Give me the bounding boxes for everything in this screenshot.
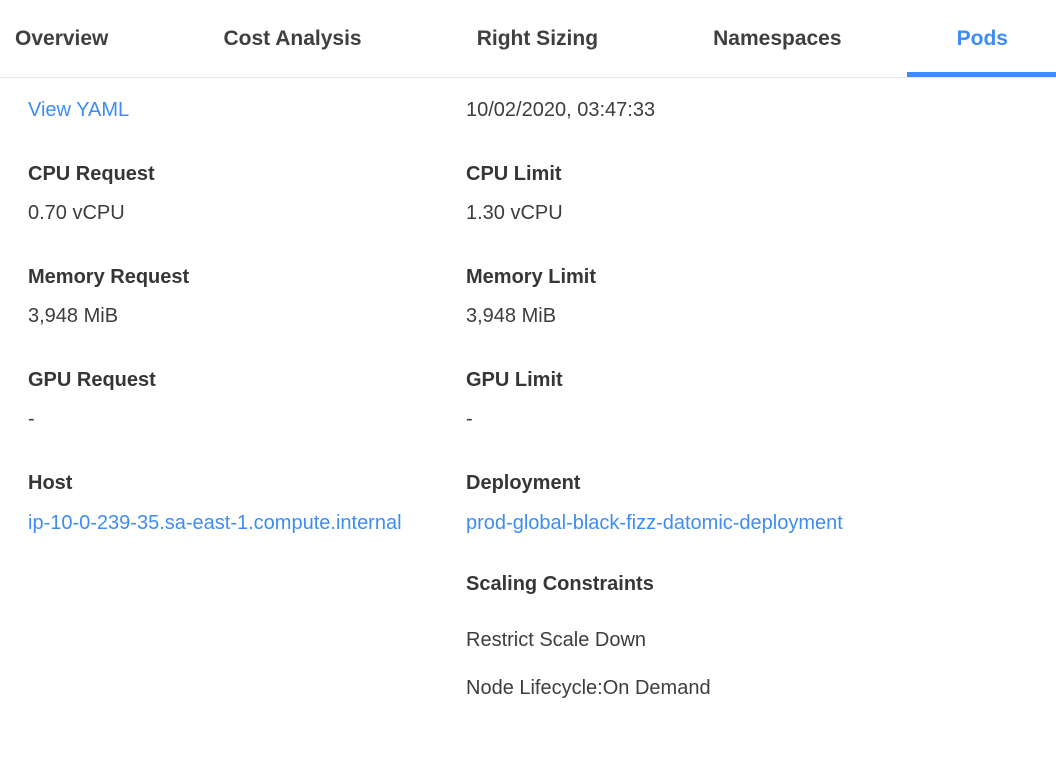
host-label: Host [28,472,73,494]
tab-bar: Overview Cost Analysis Right Sizing Name… [0,0,1056,78]
cpu-limit-label: CPU Limit [466,163,562,185]
details-right-column: 10/02/2020, 03:47:33 CPU Limit 1.30 vCPU… [466,96,1036,701]
memory-limit-value: 3,948 MiB [466,305,557,327]
field-host: Host ip-10-0-239-35.sa-east-1.compute.in… [28,469,402,538]
tab-label: Namespaces [713,26,842,50]
gpu-request-value: - [28,408,35,430]
gpu-request-label: GPU Request [28,369,156,391]
field-memory-limit: Memory Limit 3,948 MiB [466,263,596,330]
pod-timestamp: 10/02/2020, 03:47:33 [466,99,656,121]
host-link[interactable]: ip-10-0-239-35.sa-east-1.compute.interna… [28,512,402,534]
tab-label: Cost Analysis [223,26,362,50]
scaling-constraints-title: Scaling Constraints [466,573,654,595]
scaling-constraint-item: Node Lifecycle:On Demand [466,677,711,699]
tab-label: Right Sizing [476,26,599,50]
pod-details-panel: View YAML CPU Request 0.70 vCPU Memory R… [0,78,1056,701]
details-left-column: View YAML CPU Request 0.70 vCPU Memory R… [28,96,466,701]
tab-right-sizing[interactable]: Right Sizing [477,0,598,77]
field-deployment: Deployment prod-global-black-fizz-datomi… [466,469,843,538]
tab-cost-analysis[interactable]: Cost Analysis [224,0,362,77]
section-scaling-constraints: Scaling Constraints Restrict Scale Down … [466,570,711,701]
tab-namespaces[interactable]: Namespaces [713,0,841,77]
field-memory-request: Memory Request 3,948 MiB [28,263,189,330]
memory-request-value: 3,948 MiB [28,305,119,327]
tab-label: Overview [15,26,109,50]
field-gpu-limit: GPU Limit - [466,366,563,433]
deployment-label: Deployment [466,472,581,494]
cpu-limit-value: 1.30 vCPU [466,202,563,224]
cpu-request-value: 0.70 vCPU [28,202,125,224]
field-cpu-limit: CPU Limit 1.30 vCPU [466,160,563,227]
tab-overview[interactable]: Overview [15,0,108,77]
view-yaml-link[interactable]: View YAML [28,99,130,121]
tab-label: Pods [956,26,1008,50]
memory-request-label: Memory Request [28,266,190,288]
gpu-limit-value: - [466,408,473,430]
memory-limit-label: Memory Limit [466,266,597,288]
tab-pods[interactable]: Pods [957,0,1008,77]
cpu-request-label: CPU Request [28,163,155,185]
scaling-constraint-item: Restrict Scale Down [466,629,647,651]
field-cpu-request: CPU Request 0.70 vCPU [28,160,155,227]
deployment-link[interactable]: prod-global-black-fizz-datomic-deploymen… [466,512,843,534]
gpu-limit-label: GPU Limit [466,369,563,391]
field-gpu-request: GPU Request - [28,366,156,433]
